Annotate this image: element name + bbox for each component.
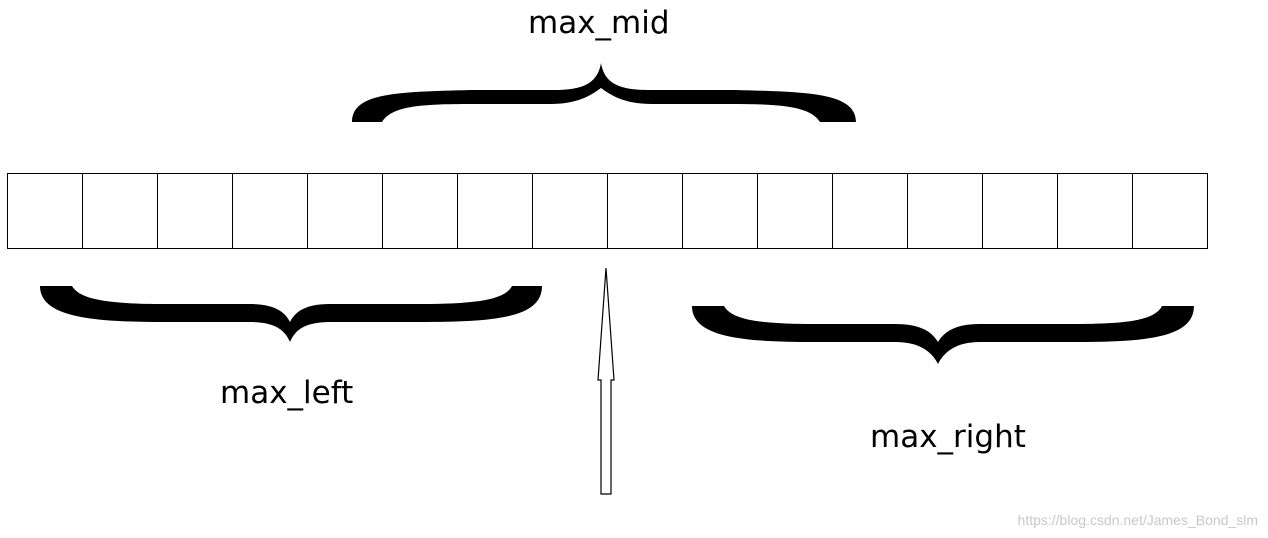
- array-cell: [82, 173, 158, 249]
- label-max-mid: max_mid: [528, 5, 670, 41]
- array-cell: [832, 173, 908, 249]
- array-row: [7, 173, 1208, 249]
- brace-max-left: [40, 286, 542, 342]
- array-cell: [607, 173, 683, 249]
- array-cell: [457, 173, 533, 249]
- array-cell: [307, 173, 383, 249]
- array-cell: [1057, 173, 1133, 249]
- watermark: https://blog.csdn.net/James_Bond_slm: [1017, 512, 1258, 528]
- array-cell: [532, 173, 608, 249]
- array-cell: [682, 173, 758, 249]
- array-cell: [232, 173, 308, 249]
- array-cell: [382, 173, 458, 249]
- label-max-left: max_left: [220, 375, 354, 411]
- array-cell: [157, 173, 233, 249]
- brace-max-right: [692, 306, 1194, 364]
- array-cell: [1132, 173, 1208, 249]
- brace-max-mid: [352, 63, 856, 122]
- array-cell: [7, 173, 83, 249]
- array-cell: [982, 173, 1058, 249]
- midpoint-arrow: [597, 267, 615, 495]
- array-cell: [907, 173, 983, 249]
- array-cell: [757, 173, 833, 249]
- label-max-right: max_right: [870, 419, 1026, 455]
